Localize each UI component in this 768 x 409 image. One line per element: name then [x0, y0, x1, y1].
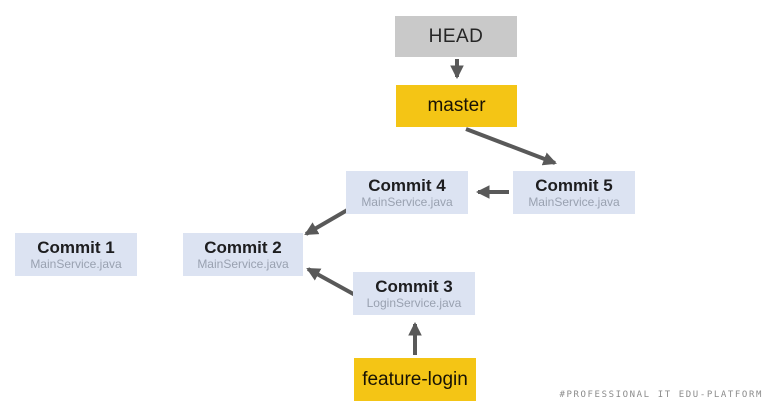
head-node: HEAD — [395, 16, 517, 57]
commit-5-file: MainService.java — [528, 194, 620, 209]
master-branch-label: master — [427, 95, 486, 116]
commit-4-title: Commit 4 — [368, 175, 446, 195]
commit-2-node: Commit 2 MainService.java — [183, 233, 303, 276]
commit-3-node: Commit 3 LoginService.java — [353, 272, 475, 315]
watermark-text: #PROFESSIONAL IT EDU-PLATFORM — [559, 390, 763, 400]
head-label: HEAD — [428, 25, 484, 47]
commit-3-file: LoginService.java — [366, 295, 462, 310]
arrow-commit3-to-commit2 — [306, 267, 358, 298]
commit-1-title: Commit 1 — [37, 237, 115, 257]
commit-1-file: MainService.java — [30, 256, 122, 271]
commit-4-node: Commit 4 MainService.java — [346, 171, 468, 214]
commit-3-title: Commit 3 — [375, 276, 453, 296]
commit-1-node: Commit 1 MainService.java — [15, 233, 137, 276]
commit-5-title: Commit 5 — [535, 175, 613, 195]
commit-4-file: MainService.java — [361, 194, 453, 209]
feature-login-branch-label: feature-login — [362, 368, 468, 390]
commit-5-node: Commit 5 MainService.java — [513, 171, 635, 214]
feature-login-branch-node: feature-login — [354, 358, 476, 401]
commit-2-title: Commit 2 — [204, 237, 282, 257]
master-branch-node: master — [396, 85, 517, 127]
commit-2-file: MainService.java — [197, 256, 289, 271]
arrow-master-to-commit5 — [465, 127, 557, 166]
